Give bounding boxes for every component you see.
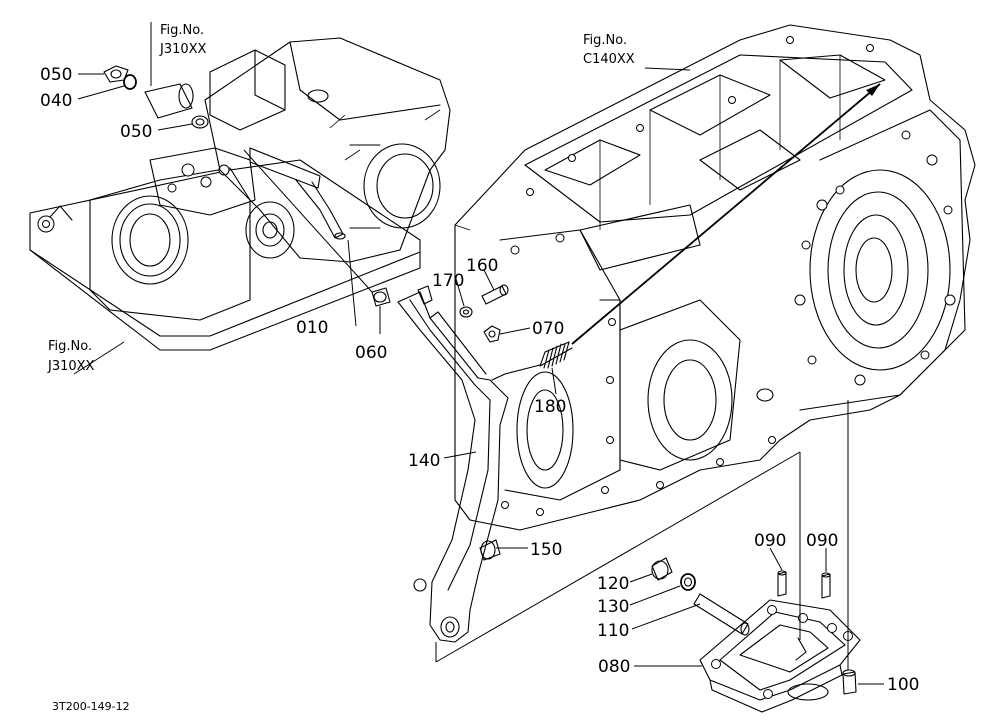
part-label-130: 130	[597, 597, 629, 617]
part-label-150: 150	[530, 540, 562, 560]
part-label-110: 110	[597, 621, 629, 641]
fig-ref-top-left-line1: Fig.No.	[160, 23, 204, 38]
part-label-010: 010	[296, 318, 328, 338]
lever-arm	[397, 285, 509, 643]
hydraulic-housing	[29, 37, 451, 351]
fig-ref-left-line2: J310XX	[47, 359, 95, 374]
fastener-parts	[459, 284, 857, 695]
fig-ref-top-right-line1: Fig.No.	[583, 33, 627, 48]
part-label-040: 040	[40, 91, 72, 111]
transmission-case	[454, 24, 976, 531]
part-label-160: 160	[466, 256, 498, 276]
figure-references: Fig.No. J310XX Fig.No. C140XX Fig.No. J3…	[47, 23, 635, 374]
seal-parts	[103, 65, 391, 307]
cover-plate	[699, 599, 861, 713]
fig-ref-left-line1: Fig.No.	[48, 339, 92, 354]
part-label-050: 050	[40, 65, 72, 85]
drawing-code: 3T200-149-12	[52, 700, 130, 713]
part-label-050b: 050	[120, 122, 152, 142]
part-label-170: 170	[432, 271, 464, 291]
part-label-140: 140	[408, 451, 440, 471]
part-label-090b: 090	[806, 531, 838, 551]
part-label-090a: 090	[754, 531, 786, 551]
fig-ref-top-left-line2: J310XX	[159, 42, 207, 57]
part-labels: 050 040 050 010 060 170 160 070 180 140 …	[40, 65, 919, 695]
part-label-080: 080	[598, 657, 630, 677]
part-label-120: 120	[597, 574, 629, 594]
part-label-100: 100	[887, 675, 919, 695]
part-label-180: 180	[534, 397, 566, 417]
leader-lines	[73, 22, 884, 685]
fig-ref-top-right-line2: C140XX	[583, 52, 635, 67]
part-label-070: 070	[532, 319, 564, 339]
part-label-060: 060	[355, 343, 387, 363]
